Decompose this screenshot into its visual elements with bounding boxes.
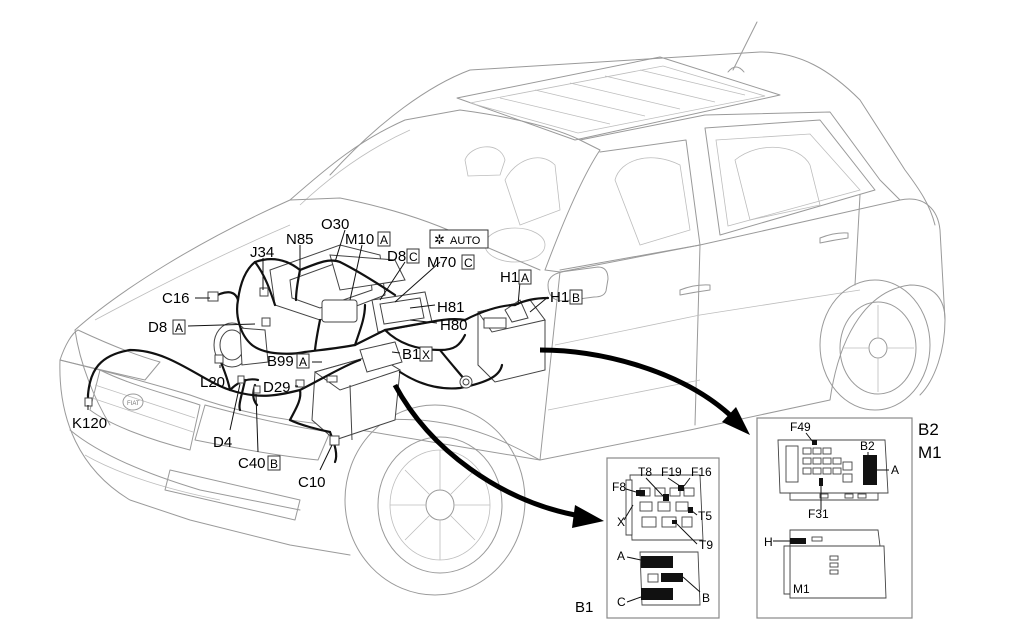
label-c40: C40 (238, 455, 266, 472)
label-h80: H80 (440, 317, 468, 334)
snowflake-icon: ✲ (434, 232, 445, 247)
inset-b1-t5: T5 (698, 509, 712, 523)
inset-b1-a: A (617, 549, 625, 563)
label-b99-box: A (299, 355, 307, 369)
label-b1x-box: X (422, 348, 430, 362)
label-c16: C16 (162, 290, 190, 307)
label-c40-box: B (270, 457, 278, 471)
label-h81: H81 (437, 299, 465, 316)
inset-b2-title: B2 (918, 420, 939, 439)
label-d8c: D8 (387, 248, 406, 265)
inset-b1-f19: F19 (661, 465, 682, 479)
label-h1a-box: A (521, 271, 529, 285)
climate-auto-text: AUTO (450, 235, 481, 247)
inset-b2-f49: F49 (790, 420, 811, 434)
inset-b1-c: C (617, 595, 626, 609)
inset-b1: B1 T8 F19 F16 F8 T5 X T9 (575, 457, 720, 619)
label-l20: L20 (200, 374, 225, 391)
label-k120: K120 (72, 415, 107, 432)
inset-b1-f16: F16 (691, 465, 712, 479)
wiring-harness (86, 258, 550, 464)
label-d8a: D8 (148, 319, 167, 336)
label-c10: C10 (298, 474, 326, 491)
inset-m1-title: M1 (918, 443, 942, 462)
inset-b1-title: B1 (575, 599, 593, 616)
label-m10: M10 (345, 231, 374, 248)
inset-b1-t8: T8 (638, 465, 652, 479)
leader-lines (87, 229, 549, 471)
inset-b2-m1: B2 M1 F49 B2 A F31 (756, 417, 942, 619)
label-b1x: B1 (402, 346, 420, 363)
car-body: FIAT (59, 21, 946, 596)
label-d4: D4 (213, 434, 232, 451)
label-h1a: H1 (500, 269, 519, 286)
inset-b1-b: B (702, 591, 710, 605)
label-h1b: H1 (550, 289, 569, 306)
inset-b2-f31: F31 (808, 507, 829, 521)
label-d29: D29 (263, 379, 291, 396)
inset-m1-label: M1 (793, 582, 810, 596)
label-m10-box: A (380, 233, 388, 247)
climate-auto-badge: ✲ AUTO (429, 229, 489, 249)
inset-h: H (764, 535, 773, 549)
label-o30: O30 (321, 216, 349, 233)
label-m70-box: C (464, 256, 473, 270)
label-m70: M70 (427, 254, 456, 271)
label-d8c-box: C (409, 250, 418, 264)
engine-bay-components (213, 244, 546, 441)
svg-text:FIAT: FIAT (127, 401, 140, 407)
inset-b1-f8: F8 (612, 480, 626, 494)
label-j34: J34 (250, 244, 274, 261)
label-d8a-box: A (175, 321, 183, 335)
inset-b2-b2: B2 (860, 439, 875, 453)
inset-b1-t9: T9 (699, 538, 713, 552)
inset-b2-a: A (891, 463, 899, 477)
label-n85: N85 (286, 231, 314, 248)
label-h1b-box: B (572, 291, 580, 305)
callout-labels: O30 N85 M10 A J34 D8 C ✲ AUTO M70 C C16 … (72, 216, 583, 491)
callout-arrows (392, 347, 750, 528)
label-b99: B99 (267, 353, 294, 370)
inset-b1-x: X (617, 515, 625, 529)
connectors (84, 287, 473, 446)
